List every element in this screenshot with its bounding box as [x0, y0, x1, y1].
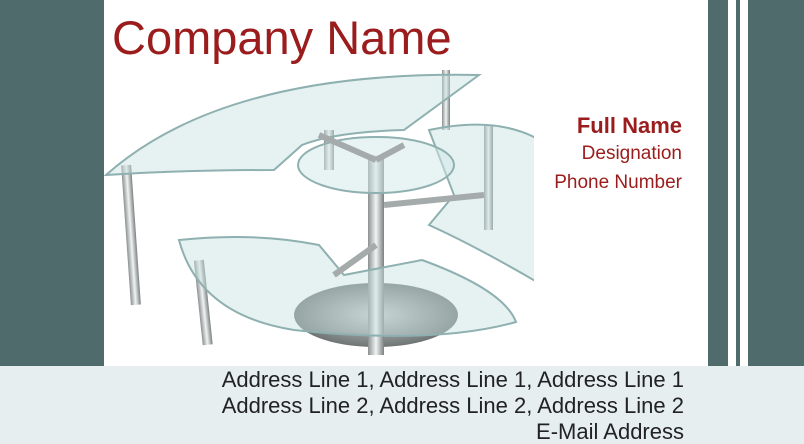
email-address: E-Mail Address [536, 419, 684, 444]
glass-top-upper [104, 73, 482, 177]
phone-number: Phone Number [554, 172, 682, 193]
glass-top-lower [177, 235, 518, 337]
support-arm [383, 192, 485, 208]
support-arm [332, 242, 378, 278]
support-arm [374, 142, 406, 163]
support-arm [317, 132, 378, 163]
table-leg [121, 164, 141, 306]
company-name: Company Name [112, 11, 452, 64]
designation: Designation [581, 143, 682, 164]
right-stripe-wide [748, 0, 804, 366]
address-line-2: Address Line 2, Address Line 2, Address … [221, 393, 684, 418]
table-leg [484, 125, 493, 230]
contact-block: Full Name Designation Phone Number [554, 112, 682, 197]
glass-table-illustration [104, 70, 534, 355]
right-stripe-thin [736, 0, 740, 366]
full-name: Full Name [576, 113, 682, 138]
right-stripe [708, 0, 728, 366]
left-color-band [0, 0, 104, 366]
address-footer [0, 366, 804, 444]
glass-top-center [297, 136, 455, 194]
central-column [368, 155, 384, 355]
address-block: Address Line 1, Address Line 1, Address … [222, 367, 684, 444]
address-line-1: Address Line 1, Address Line 1, Address … [221, 367, 684, 392]
glass-top-right [427, 123, 534, 282]
